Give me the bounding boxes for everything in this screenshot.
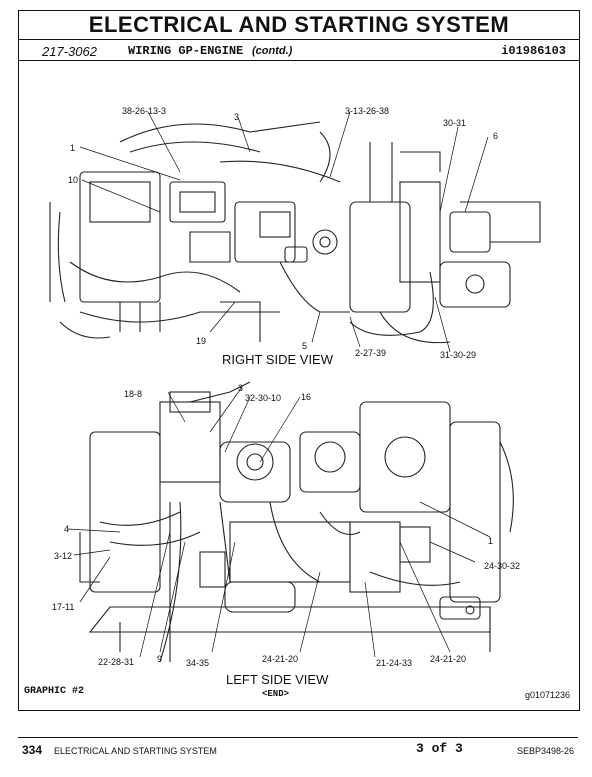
end-marker: <END>	[262, 689, 290, 699]
callout-30-31: 30-31	[443, 118, 467, 128]
graphic-label: GRAPHIC #2	[24, 686, 85, 697]
right-side-engine-drawing	[49, 121, 541, 344]
callout-16: 16	[301, 392, 312, 402]
callout-19: 19	[196, 336, 207, 346]
callout-3-right: 3	[234, 112, 240, 122]
callout-21-24-33: 21-24-33	[376, 658, 413, 668]
callout-1-left: 1	[488, 536, 494, 546]
callout-1-right: 1	[70, 143, 76, 153]
callout-9: 9	[157, 654, 163, 664]
document-continued: (contd.)	[252, 45, 293, 57]
subtitle-row	[18, 40, 580, 61]
footer-rule	[18, 737, 578, 738]
engine-illustration	[49, 111, 541, 663]
callout-10: 10	[68, 175, 79, 185]
callout-3-left: 3	[238, 383, 244, 393]
callout-32-30-10: 32-30-10	[245, 393, 282, 403]
footer-section-title: ELECTRICAL AND STARTING SYSTEM	[54, 746, 217, 756]
left-side-engine-drawing	[79, 381, 514, 663]
callout-22-28-31: 22-28-31	[98, 657, 135, 667]
document-title: WIRING GP-ENGINE	[128, 44, 244, 58]
left-side-view-label: LEFT SIDE VIEW	[226, 672, 329, 687]
document-part-number: 217-3062	[42, 44, 97, 59]
callout-leader-lines	[67, 111, 491, 658]
callout-24-30-32: 24-30-32	[484, 561, 521, 571]
callout-5: 5	[302, 341, 308, 351]
callout-3-13-26-38: 3-13-26-38	[345, 106, 390, 116]
callout-24-21-20-a: 24-21-20	[262, 654, 299, 664]
callout-31-30-29: 31-30-29	[440, 350, 477, 360]
page-title-box: ELECTRICAL AND STARTING SYSTEM	[18, 10, 580, 40]
publication-code: SEBP3498-26	[516, 746, 574, 756]
callout-34-35: 34-35	[186, 658, 210, 668]
document-reference: i01986103	[501, 44, 566, 58]
page-of-count: 3 of 3	[416, 741, 463, 756]
callout-24-21-20-b: 24-21-20	[430, 654, 467, 664]
graphic-code: g01071236	[524, 690, 570, 700]
callout-17-11: 17-11	[52, 602, 75, 612]
callout-4: 4	[64, 524, 70, 534]
right-side-view-label: RIGHT SIDE VIEW	[222, 352, 333, 367]
callout-3-12: 3-12	[54, 551, 73, 561]
callout-6: 6	[493, 131, 499, 141]
callout-2-27-39: 2-27-39	[355, 348, 387, 358]
illustration-frame	[18, 60, 580, 711]
callout-38-26-13-3: 38-26-13-3	[122, 106, 167, 116]
page-number: 334	[22, 743, 43, 757]
page-title: ELECTRICAL AND STARTING SYSTEM	[88, 12, 510, 37]
callout-18-8: 18-8	[124, 389, 143, 399]
